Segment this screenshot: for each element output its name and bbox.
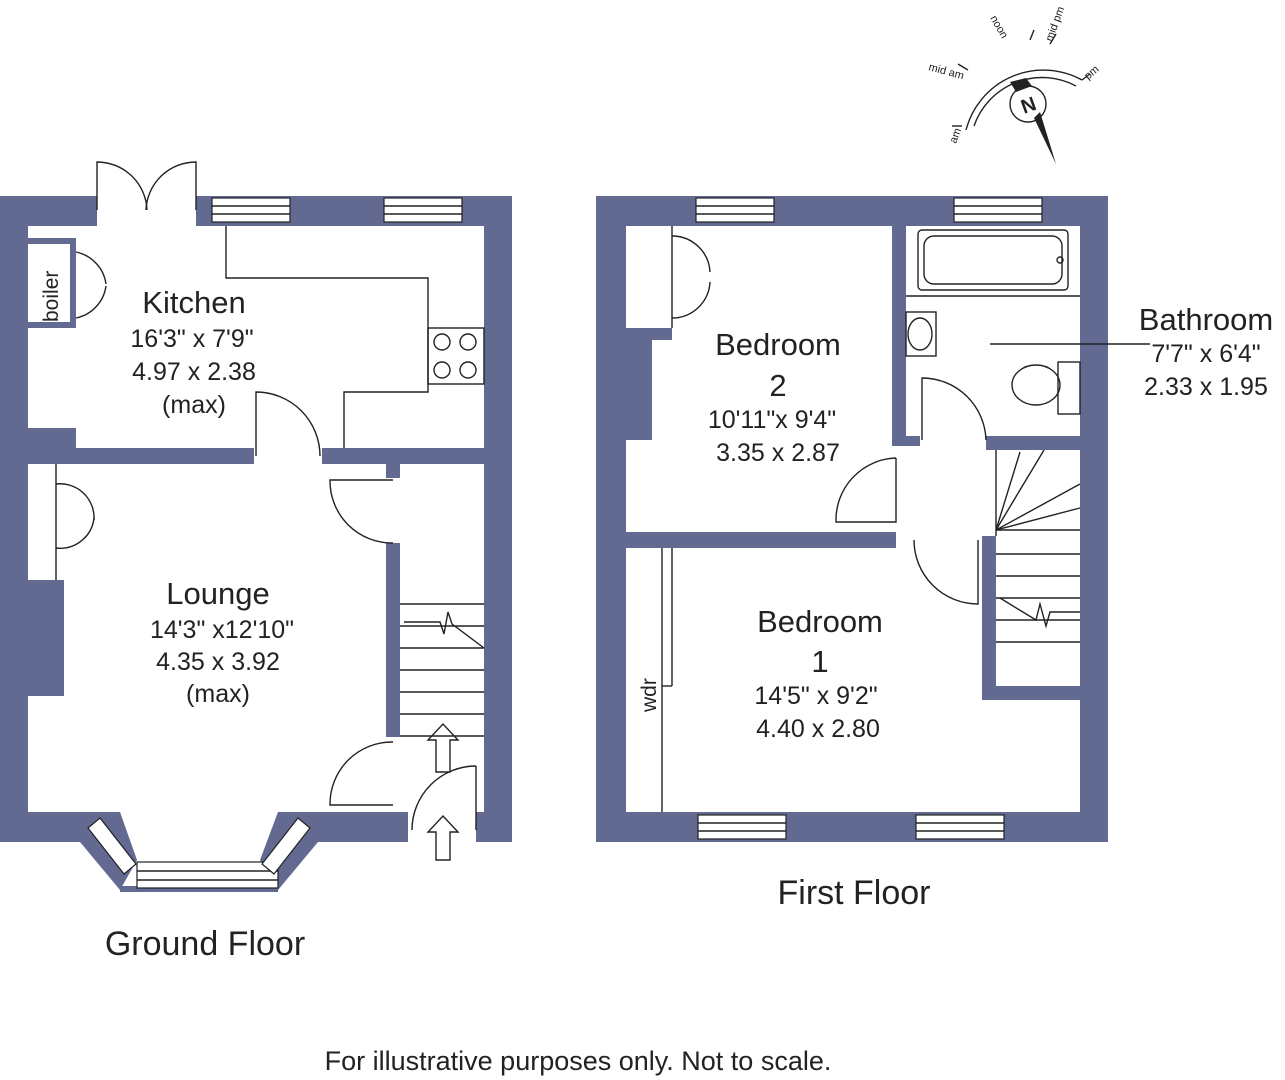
kitchen-dim-metric: 4.97 x 2.38 [132,358,256,386]
kitchen-name: Kitchen [142,285,245,320]
ground-floor-plan: boiler Kitchen 16'3" x 7'9" 4.97 x 2.38 … [0,161,512,963]
bedroom2-dim-imperial: 10'11"x 9'4" [708,406,836,434]
bedroom2-name: Bedroom [715,327,841,362]
compass-am: am [948,127,965,145]
wardrobe-label: wdr [638,678,661,713]
bathroom-dim-metric: 2.33 x 1.95 [1144,373,1268,401]
ground-floor-stairs [400,603,485,737]
entrance-arrow-icon [426,814,460,861]
bedroom1-number: 1 [811,644,828,679]
bedroom1-dim-metric: 4.40 x 2.80 [756,715,880,743]
bedroom1-name: Bedroom [757,604,883,639]
bathroom-dim-imperial: 7'7" x 6'4" [1151,340,1260,368]
lounge-dim-metric: 4.35 x 3.92 [156,648,280,676]
lounge-name: Lounge [166,576,269,611]
boiler-label: boiler [40,271,63,322]
first-floor-plan: Bedroom 2 10'11"x 9'4" 3.35 x 2.87 Bathr… [596,196,1273,912]
stair-up-arrow-icon [426,722,460,773]
compass-mid-pm: mid pm [1044,5,1068,43]
first-floor-title: First Floor [778,874,931,912]
disclaimer: For illustrative purposes only. Not to s… [325,1046,832,1076]
bedroom2-dim-metric: 3.35 x 2.87 [716,439,840,467]
first-floor-stairs [995,449,1081,643]
compass-noon: noon [987,14,1010,41]
bedroom1-dim-imperial: 14'5" x 9'2" [754,682,877,710]
compass: N am mid am noon mid pm pm [927,5,1102,164]
compass-pm: pm [1082,63,1101,82]
kitchen-note: (max) [162,391,226,419]
lounge-note: (max) [186,680,250,708]
kitchen-dim-imperial: 16'3" x 7'9" [130,325,253,353]
compass-north: N [1018,93,1039,119]
lounge-dim-imperial: 14'3" x12'10" [150,616,294,644]
bedroom2-number: 2 [769,368,786,403]
ground-floor-title: Ground Floor [105,925,305,963]
bathroom-name: Bathroom [1139,302,1273,337]
